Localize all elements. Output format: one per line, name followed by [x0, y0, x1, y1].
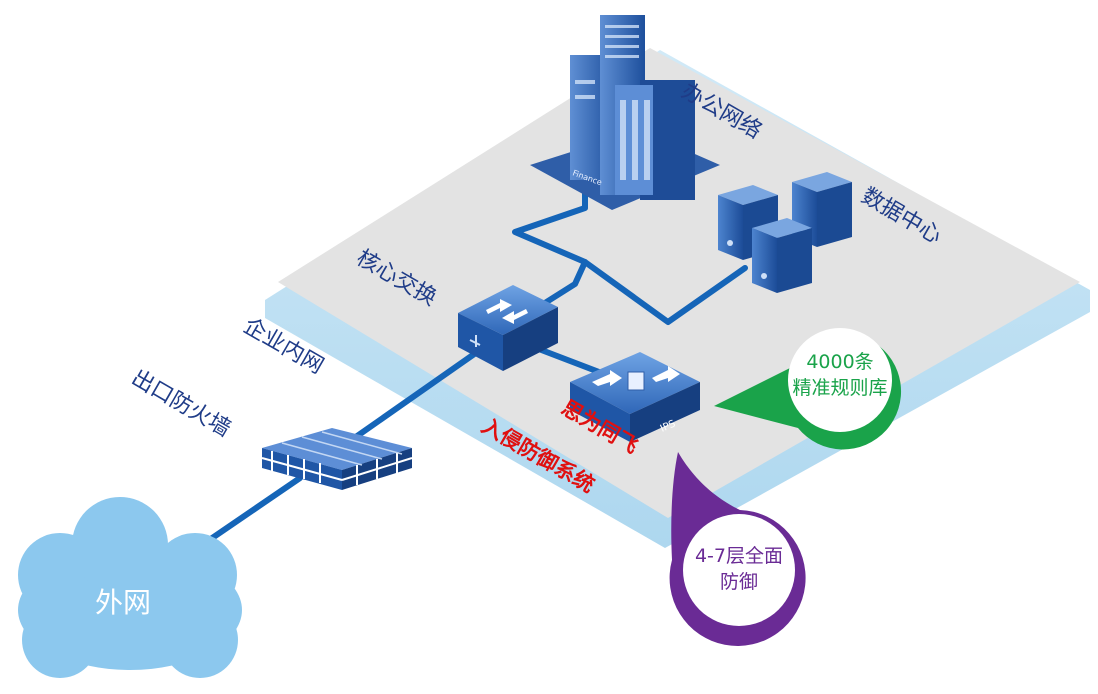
server-rack-icon [718, 172, 852, 293]
callout-rules-line2: 精准规则库 [792, 377, 887, 399]
platform-top [278, 48, 1080, 518]
firewall-icon [261, 428, 413, 490]
ips-device-icon: IPS [570, 352, 700, 442]
callout-layers-line1: 4-7层全面 [695, 545, 783, 567]
callout-layers: 4-7层全面 防御 [669, 452, 806, 646]
label-external-network: 外网 [95, 586, 151, 619]
external-cloud-icon: 外网 [18, 497, 242, 678]
callout-layers-line2: 防御 [720, 571, 758, 593]
link-datacenter [582, 259, 748, 325]
link-office-to-core [507, 187, 588, 328]
core-switch-icon [458, 285, 558, 371]
office-building-icon: Finance [530, 15, 720, 210]
callout-rules: 4000条 精准规则库 [714, 328, 902, 450]
label-egress-firewall: 出口防火墙 [127, 366, 235, 443]
callout-rules-line1: 4000条 [806, 351, 873, 373]
